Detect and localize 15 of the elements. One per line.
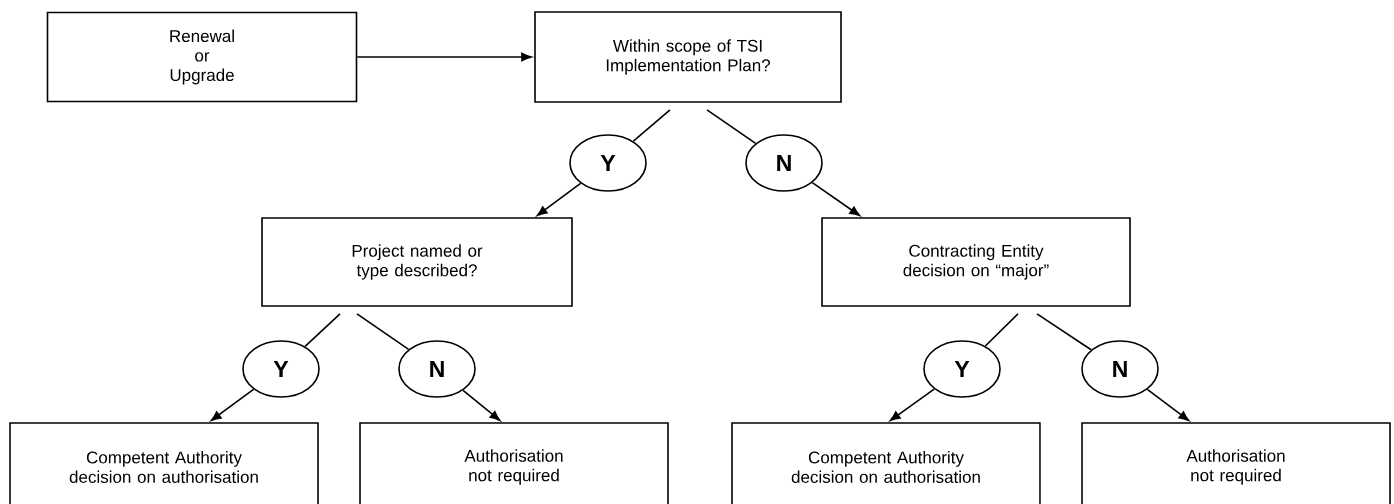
process-box: Within scope of TSI Implementation Plan?: [534, 11, 842, 103]
arrow: [536, 182, 582, 217]
process-box: Renewal or Upgrade: [46, 11, 358, 103]
arrow: [811, 181, 861, 217]
arrow: [356, 52, 532, 62]
process-box: Project named or type described?: [261, 217, 573, 307]
process-box: Competent Authority decision on authorisation: [9, 422, 319, 504]
process-box: Authorisation not required: [359, 422, 669, 504]
arrow: [210, 388, 255, 422]
arrow: [462, 389, 501, 421]
process-box: Competent Authority decision on authorisation: [731, 422, 1041, 504]
process-box: Authorisation not required: [1081, 422, 1391, 504]
arrow: [889, 388, 935, 422]
arrow: [1146, 388, 1190, 422]
process-box: Contracting Entity decision on “major”: [821, 217, 1131, 307]
